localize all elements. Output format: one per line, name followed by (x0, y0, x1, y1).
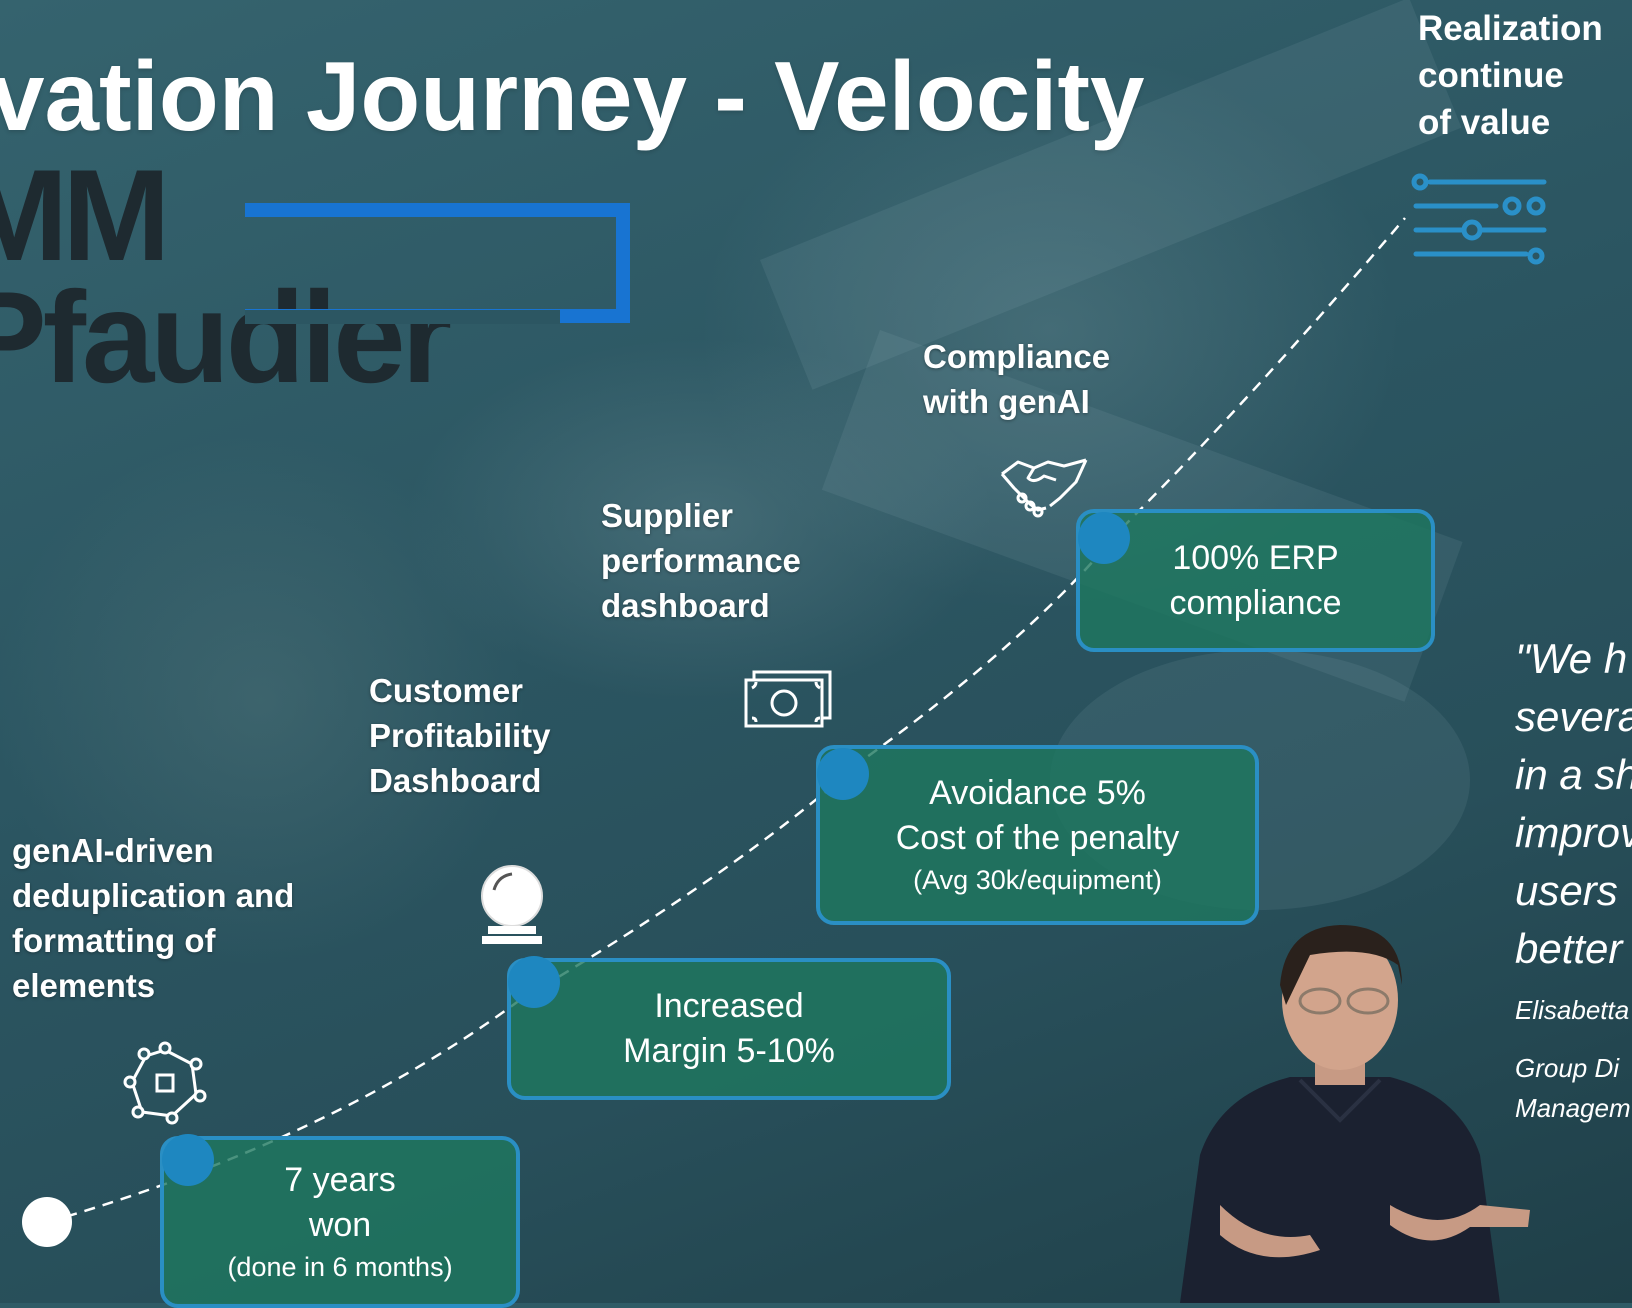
role-line: Group Di (1515, 1053, 1620, 1083)
quote-author-role: Group Di Managem (1515, 1048, 1631, 1128)
milestone-label-2: Customer Profitability Dashboard (369, 668, 551, 803)
presenter-figure (1180, 925, 1530, 1303)
realization-line: continue (1418, 56, 1564, 95)
quote-line: severa (1515, 693, 1632, 740)
label-line: Customer (369, 672, 524, 709)
banknote-icon (744, 670, 832, 728)
label-line: Profitability (369, 717, 551, 754)
milestone-box-1: 7 years won (done in 6 months) (160, 1136, 520, 1308)
quote-line: improv (1515, 809, 1632, 856)
milestone-label-1: genAI-driven deduplication and formattin… (12, 828, 294, 1008)
box-line: Increased (654, 987, 804, 1025)
box-note: (Avg 30k/equipment) (913, 865, 1162, 895)
label-line: deduplication and (12, 877, 295, 914)
quote-line: better (1515, 925, 1623, 972)
milestone-box-3: Avoidance 5% Cost of the penalty (Avg 30… (816, 745, 1259, 925)
label-line: with genAI (923, 383, 1090, 420)
box-line: Avoidance 5% (929, 774, 1146, 812)
box-line: Cost of the penalty (895, 819, 1180, 857)
quote-author: Elisabetta (1515, 995, 1630, 1025)
label-line: Compliance (923, 338, 1111, 375)
realization-heading: Realization continue of value (1418, 5, 1603, 146)
box-line: won (308, 1206, 372, 1244)
realization-line: Realization (1418, 9, 1603, 48)
quote-line: users (1515, 867, 1618, 914)
logo-line-1: MM (0, 142, 171, 288)
milestone-dot (1078, 512, 1130, 564)
label-line: elements (12, 967, 156, 1004)
milestone-dot (508, 956, 560, 1008)
box-line: Margin 5-10% (623, 1032, 835, 1070)
crystal-ball-icon (481, 865, 543, 944)
role-line: Managem (1515, 1093, 1631, 1123)
milestone-dot (817, 748, 869, 800)
quote-line: "We h (1515, 635, 1628, 682)
realization-line: of value (1418, 103, 1551, 142)
logo-line-2: Pfaudler (0, 264, 452, 410)
milestone-box-2: Increased Margin 5-10% (507, 958, 951, 1100)
milestone-dot (162, 1134, 214, 1186)
quote-line: in a sh (1515, 751, 1632, 798)
box-line: compliance (1169, 583, 1342, 622)
label-line: genAI-driven (12, 832, 214, 869)
box-line: 100% ERP (1172, 538, 1339, 577)
box-note: (done in 6 months) (227, 1252, 453, 1282)
label-line: performance (601, 542, 801, 579)
network-hub-icon (123, 1041, 207, 1125)
box-line: 7 years (284, 1161, 396, 1199)
handshake-icon (1000, 458, 1088, 518)
logo-bracket-gap (245, 310, 560, 324)
sliders-icon (1411, 173, 1547, 265)
label-line: dashboard (601, 587, 770, 624)
milestone-label-4: Compliance with genAI (923, 334, 1110, 424)
milestone-box-4: 100% ERP compliance (1076, 509, 1435, 652)
testimonial-quote: "We h severa in a sh improv users better (1515, 630, 1632, 978)
slide-title: vation Journey - Velocity (0, 41, 1145, 151)
milestone-label-3: Supplier performance dashboard (601, 493, 801, 628)
start-point (22, 1197, 72, 1247)
label-line: Dashboard (369, 762, 542, 799)
label-line: Supplier (601, 497, 734, 534)
label-line: formatting of (12, 922, 216, 959)
